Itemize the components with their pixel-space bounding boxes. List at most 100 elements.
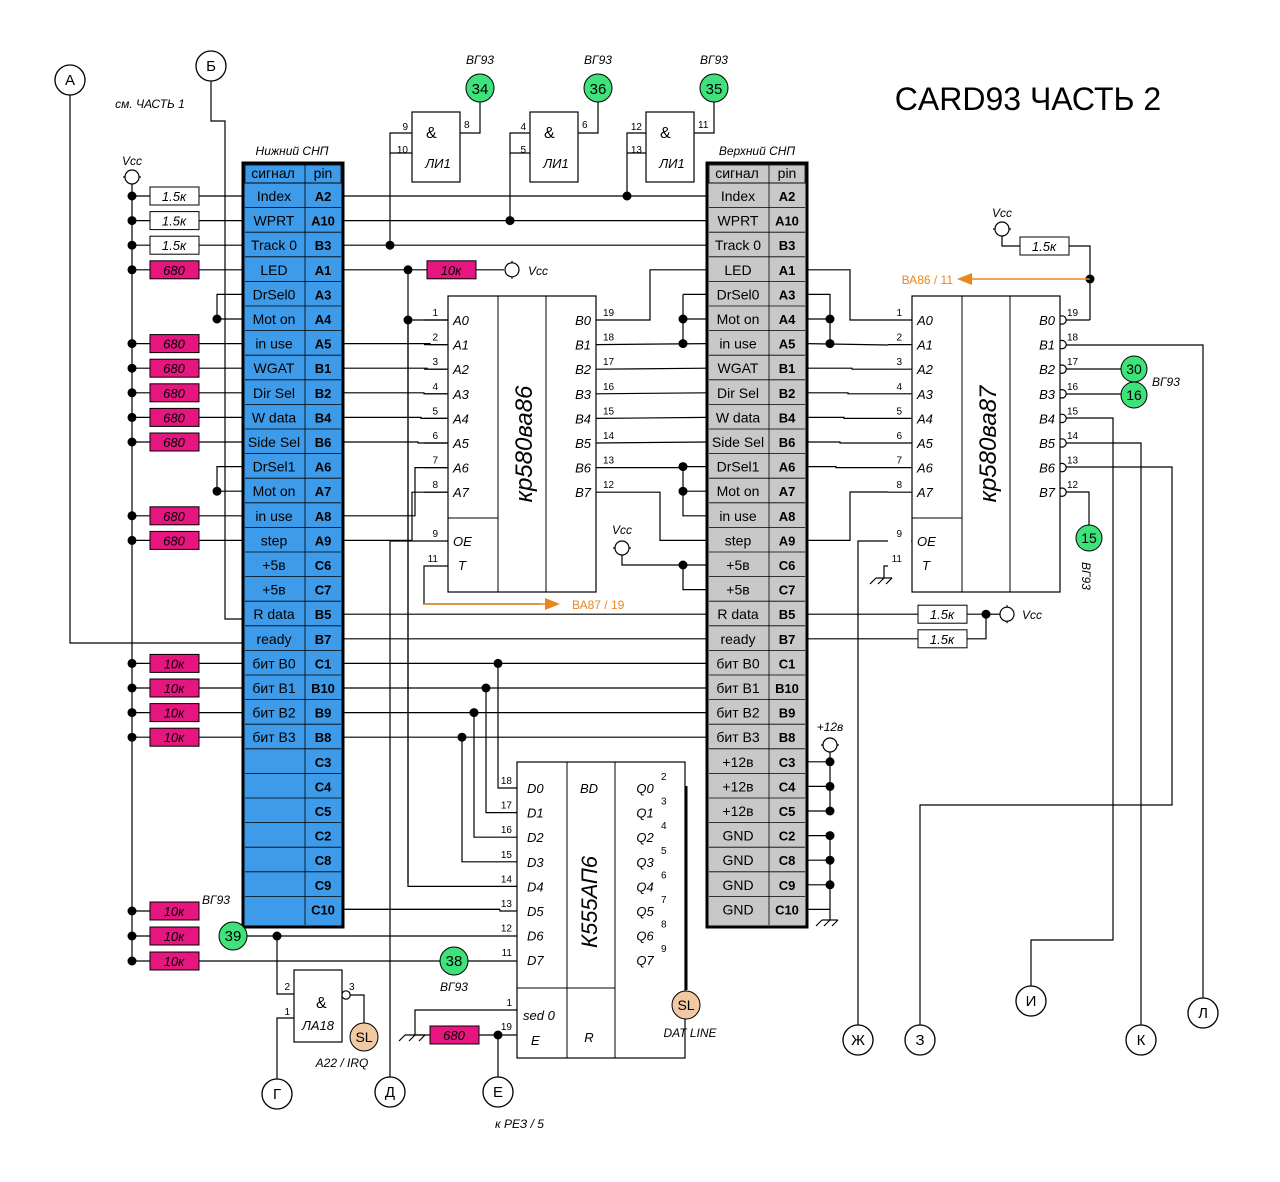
gate-pin: 11 (698, 120, 709, 131)
resistor-value: 680 (163, 533, 185, 548)
port-a (54, 64, 86, 96)
chip-87-pin-name: A7 (916, 485, 934, 500)
lower-connector-pin: B2 (315, 386, 332, 401)
upper-connector-pin: C6 (779, 558, 796, 573)
chip-86-pin-name: A7 (452, 485, 470, 500)
upper-connector-pin: B8 (779, 730, 796, 745)
chip-555-d-pin: D0 (527, 781, 544, 796)
test-point (465, 73, 495, 103)
resistor-value: 1.5к (162, 214, 187, 229)
tp-label: ВГ93 (1079, 562, 1093, 590)
wire (461, 737, 517, 863)
sl-dat (671, 990, 701, 1020)
wire (578, 102, 599, 134)
chip-555-q-pin: Q7 (636, 953, 654, 968)
sl-irq (349, 1022, 379, 1052)
chip-555-d-pin: D5 (527, 904, 544, 919)
chip86-arrow-label: ВА87 / 19 (572, 598, 625, 612)
wire (497, 663, 517, 789)
chip-87-pin-name: A5 (916, 436, 934, 451)
upper-connector-signal: Side Sel (712, 434, 764, 450)
resistor-value: 1.5к (162, 238, 187, 253)
chip-86-pin-name: B1 (575, 338, 591, 353)
lower-connector-signal: R data (253, 606, 294, 622)
lower-connector-signal: Mot on (253, 311, 296, 327)
chip-87-pin-num: 7 (896, 456, 902, 467)
wire (343, 416, 448, 419)
wire (216, 466, 243, 492)
port-b-wire (210, 81, 243, 620)
lower-connector-signal: бит B1 (252, 680, 295, 696)
wire (343, 392, 448, 395)
lower-connector-pin: A3 (315, 287, 332, 302)
lower-connector-frame (241, 161, 345, 929)
lower-connector-signal: step (261, 532, 288, 548)
chip-555-d-num: 12 (501, 924, 513, 935)
chip-87-pin-num: 14 (1067, 431, 1079, 442)
lower-connector-pin: B7 (315, 632, 332, 647)
resistor (149, 407, 200, 427)
vcc-left (124, 169, 140, 185)
upper-connector-signal: +12в (722, 754, 753, 770)
upper-connector-pin: B3 (779, 238, 796, 253)
resistor-value: 10к (164, 730, 185, 745)
upper-connector-signal: R data (717, 606, 758, 622)
lower-connector-pin: C2 (315, 829, 332, 844)
led-resistor (426, 260, 477, 280)
chip-86-pin-name: B3 (575, 387, 592, 402)
chip-555-r: R (584, 1030, 593, 1045)
port-a-letter: А (65, 72, 75, 89)
led-resistor-value: 10к (441, 263, 462, 278)
wire (460, 102, 481, 134)
wire (595, 392, 708, 395)
upper-connector-signal: +5в (726, 582, 749, 598)
upper-connector-signal: WGAT (718, 360, 759, 376)
chip-86-oe: OE (453, 534, 472, 549)
chip-87-pin-name: B0 (1039, 313, 1056, 328)
lower-connector-signal: WGAT (254, 360, 295, 376)
gate-pin: 12 (631, 122, 643, 133)
chip-86-pin-num: 3 (432, 357, 438, 368)
lower-connector-pin: C1 (315, 656, 332, 671)
lower-connector-signal: LED (260, 262, 287, 278)
wire (682, 466, 707, 517)
wire-to-k (1066, 442, 1142, 1025)
wire (869, 577, 877, 585)
wire (621, 555, 707, 566)
page-title: CARD93 ЧАСТЬ 2 (895, 81, 1161, 117)
chip-86-pin-num: 18 (603, 333, 615, 344)
wire (815, 919, 823, 927)
tp-label: ВГ93 (440, 980, 468, 994)
nand-pin: 1 (284, 1007, 290, 1018)
gate-pin: 10 (397, 145, 409, 156)
chip-86-pin-num: 12 (603, 480, 615, 491)
tp-number: 15 (1081, 530, 1097, 546)
wire (807, 392, 888, 395)
wire (509, 132, 530, 221)
vcc-led (504, 262, 520, 278)
chip-555-q-num: 9 (661, 944, 667, 955)
upper-connector-signal: GND (722, 901, 753, 917)
chip-86-pin-name: B0 (575, 313, 592, 328)
port-e (482, 1076, 514, 1108)
upper-connector-title: Верхний СНП (719, 144, 796, 158)
chip-86-name: кр580ва86 (511, 385, 538, 502)
resistor-value: 10к (164, 929, 185, 944)
wire (806, 343, 889, 346)
upper-connector-pin: C3 (779, 755, 796, 770)
upper-connector-pin: A5 (779, 337, 796, 352)
arrow-head (545, 598, 560, 610)
wire (343, 367, 448, 370)
upper-connector-signal: Mot on (717, 483, 760, 499)
chip-86-pin-num: 2 (432, 333, 438, 344)
port-zh-letter: Ж (851, 1032, 865, 1049)
test-point-label: ВГ93 (700, 53, 728, 67)
chip-86-pin-name: A2 (452, 362, 470, 377)
junction-dot (212, 486, 222, 496)
wire (807, 367, 888, 370)
test-point-15 (1075, 524, 1103, 552)
chip-555-d-num: 14 (501, 874, 513, 885)
